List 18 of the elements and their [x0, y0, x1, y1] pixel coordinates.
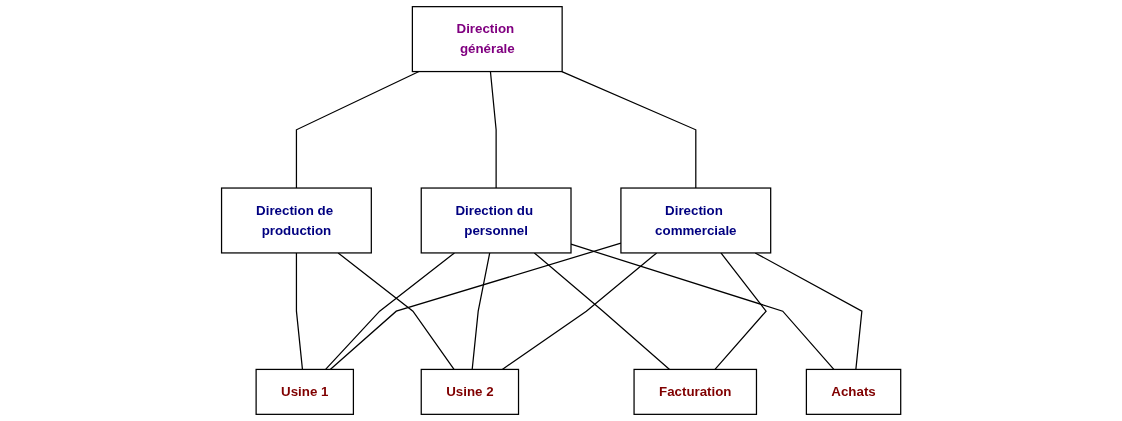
node-box: Usine 1: [255, 368, 354, 415]
connector: [561, 70, 697, 189]
connector: [471, 252, 491, 371]
connector: [295, 70, 420, 189]
connector: [754, 252, 863, 371]
connector: [295, 252, 303, 371]
connector: [533, 252, 671, 371]
node-box: Direction du personnel: [420, 187, 572, 254]
connector: [501, 252, 658, 371]
node-box: Usine 2: [420, 368, 519, 415]
node-box: Achats: [805, 368, 902, 415]
node-box: Facturation: [633, 368, 757, 415]
node-box: Direction de production: [220, 187, 372, 254]
connector: [714, 252, 767, 371]
node-box: Direction générale: [411, 6, 563, 73]
connector: [570, 243, 835, 371]
node-box: Direction commerciale: [620, 187, 772, 254]
connector: [489, 70, 497, 189]
